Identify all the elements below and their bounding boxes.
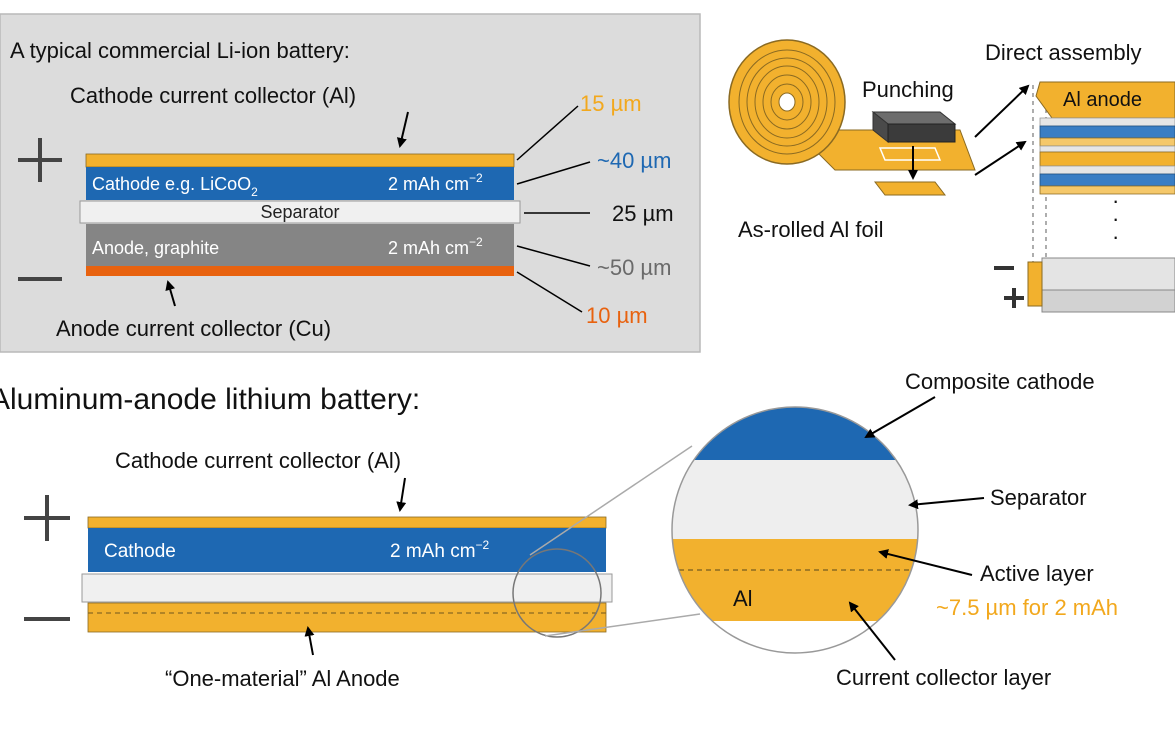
punching-label: Punching — [862, 77, 954, 102]
assembled-cell-icon — [1027, 257, 1175, 313]
al-cathode-cc-label: Cathode current collector (Al) — [115, 448, 401, 473]
separator-label: Separator — [990, 485, 1087, 510]
zoom-cathode-layer — [672, 407, 918, 460]
foil-roll-icon — [728, 39, 846, 165]
assembly-arrow-1 — [974, 84, 1030, 138]
anode-cc-arrow — [165, 280, 176, 307]
al-cathode-layer — [88, 528, 606, 572]
stack-dot-3: · — [1112, 224, 1119, 249]
typical-battery-panel: A typical commercial Li-ion battery: Cat… — [0, 13, 701, 353]
thickness-cu: 10 µm — [586, 303, 648, 328]
al-battery-title: Aluminum-anode lithium battery: — [0, 383, 420, 416]
active-layer-arrow — [878, 549, 973, 576]
al-anode-label: “One-material” Al Anode — [165, 666, 400, 691]
punching-die-icon — [871, 110, 957, 144]
typical-title: A typical commercial Li-ion battery: — [10, 38, 350, 63]
al-battery-panel: Aluminum-anode lithium battery: Cathode … — [0, 383, 613, 691]
composite-cathode-arrow — [864, 396, 936, 439]
al-cathode-label: Cathode — [104, 541, 176, 562]
typical-cathode-cc-label: Cathode current collector (Al) — [70, 83, 356, 108]
assembly-panel: Punching As-rolled Al foil Direct assemb… — [728, 39, 1175, 313]
cathode-cc-arrow — [396, 111, 409, 148]
typical-cu-collector-layer — [86, 266, 514, 276]
stack-dot-2: · — [1112, 206, 1119, 231]
al-cathode-cc-layer — [87, 516, 607, 529]
leader-cathode — [516, 161, 591, 185]
foil-label: As-rolled Al foil — [738, 217, 884, 242]
al-cathode-cc-arrow — [396, 477, 407, 512]
zoom-line-top — [529, 445, 693, 556]
typical-al-collector-layer — [85, 153, 515, 168]
thickness-anode: ~50 µm — [597, 255, 671, 280]
thickness-al: 15 µm — [580, 91, 642, 116]
al-separator-layer — [81, 573, 613, 603]
separator-arrow — [908, 497, 985, 510]
leader-cu — [516, 271, 583, 313]
typical-anode-cc-label: Anode current collector (Cu) — [56, 316, 331, 341]
composite-cathode-label: Composite cathode — [905, 369, 1095, 394]
zoom-below-layer — [672, 621, 918, 653]
active-layer-thickness: ~7.5 µm for 2 mAh — [936, 595, 1118, 620]
leader-anode — [516, 245, 591, 267]
typical-separator-layer — [79, 200, 521, 224]
zoom-al-label: Al — [733, 586, 753, 611]
punched-electrode-piece — [873, 181, 947, 196]
al-cathode-capacity: 2 mAh cm−2 — [390, 538, 490, 562]
typical-anode-layer — [86, 224, 514, 266]
zoom-circle-outline — [671, 406, 919, 654]
zoom-circle: Al — [671, 406, 919, 654]
zoom-source-circle — [512, 548, 602, 638]
current-collector-arrow — [848, 601, 896, 661]
active-layer-label: Active layer — [980, 561, 1094, 586]
zoom-line-bottom — [544, 613, 701, 637]
typical-anode-label: Anode, graphite — [92, 238, 219, 258]
leader-al — [516, 105, 579, 161]
al-anode-label: Al anode — [1063, 89, 1142, 111]
thickness-separator: 25 µm — [612, 201, 674, 226]
punched-hole-outline — [878, 147, 942, 161]
assembly-arrow-2 — [974, 140, 1027, 176]
typical-anode-capacity: 2 mAh cm−2 — [388, 235, 483, 258]
typical-cathode-label: Cathode e.g. LiCoO2 — [92, 174, 258, 199]
al-anode-layer — [87, 602, 607, 633]
thickness-cathode: ~40 µm — [597, 148, 671, 173]
electrode-stack — [1035, 81, 1175, 195]
al-anode-arrow — [304, 626, 315, 656]
current-collector-layer-label: Current collector layer — [836, 665, 1051, 690]
zoom-separator-layer — [672, 460, 918, 539]
typical-separator-label: Separator — [260, 202, 339, 222]
typical-cathode-capacity: 2 mAh cm−2 — [388, 171, 483, 194]
typical-cathode-layer — [86, 167, 514, 200]
stack-dot-1: · — [1112, 188, 1119, 213]
direct-assembly-label: Direct assembly — [985, 40, 1141, 65]
